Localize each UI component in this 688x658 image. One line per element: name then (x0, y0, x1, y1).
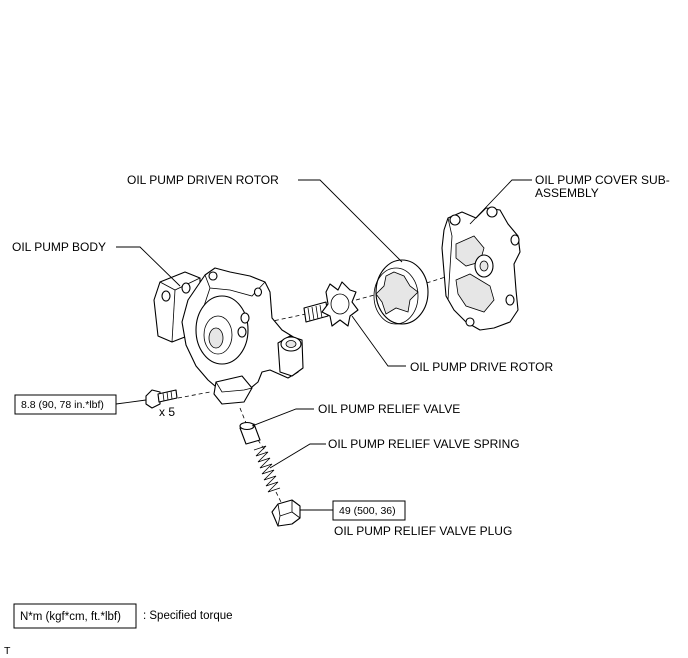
label-relief-plug: OIL PUMP RELIEF VALVE PLUG (334, 524, 512, 538)
legend-meaning: : Specified torque (143, 610, 233, 622)
plug-torque-spec: 49 (500, 36) (339, 505, 396, 517)
label-relief-spring: OIL PUMP RELIEF VALVE SPRING (328, 437, 520, 451)
mounting-bolt (145, 389, 178, 409)
label-driven-rotor: OIL PUMP DRIVEN ROTOR (127, 173, 279, 187)
legend-unit-text: N*m (kgf*cm, ft.*lbf) (20, 611, 121, 623)
label-cover-line2: ASSEMBLY (535, 186, 599, 200)
oil-pump-body (153, 267, 304, 405)
legend-unit-box (13, 603, 137, 629)
oil-pump-driven-rotor (373, 259, 429, 325)
oil-pump-relief-valve-spring (253, 445, 281, 493)
label-relief-valve: OIL PUMP RELIEF VALVE (318, 402, 460, 416)
oil-pump-drive-rotor (303, 281, 359, 327)
oil-pump-cover-sub-assembly (441, 206, 521, 331)
bolt-quantity: x 5 (159, 405, 175, 419)
bolt-torque-box (14, 394, 117, 415)
label-drive-rotor: OIL PUMP DRIVE ROTOR (410, 360, 553, 374)
corner-mark: T (4, 645, 11, 657)
leader-lines (115, 179, 532, 511)
label-body: OIL PUMP BODY (12, 240, 106, 254)
label-cover-line1: OIL PUMP COVER SUB- (535, 173, 670, 187)
oil-pump-relief-valve (239, 421, 261, 445)
bolt-torque-spec: 8.8 (90, 78 in.*lbf) (21, 399, 104, 411)
oil-pump-relief-valve-plug (271, 499, 301, 527)
plug-torque-box (332, 500, 406, 521)
